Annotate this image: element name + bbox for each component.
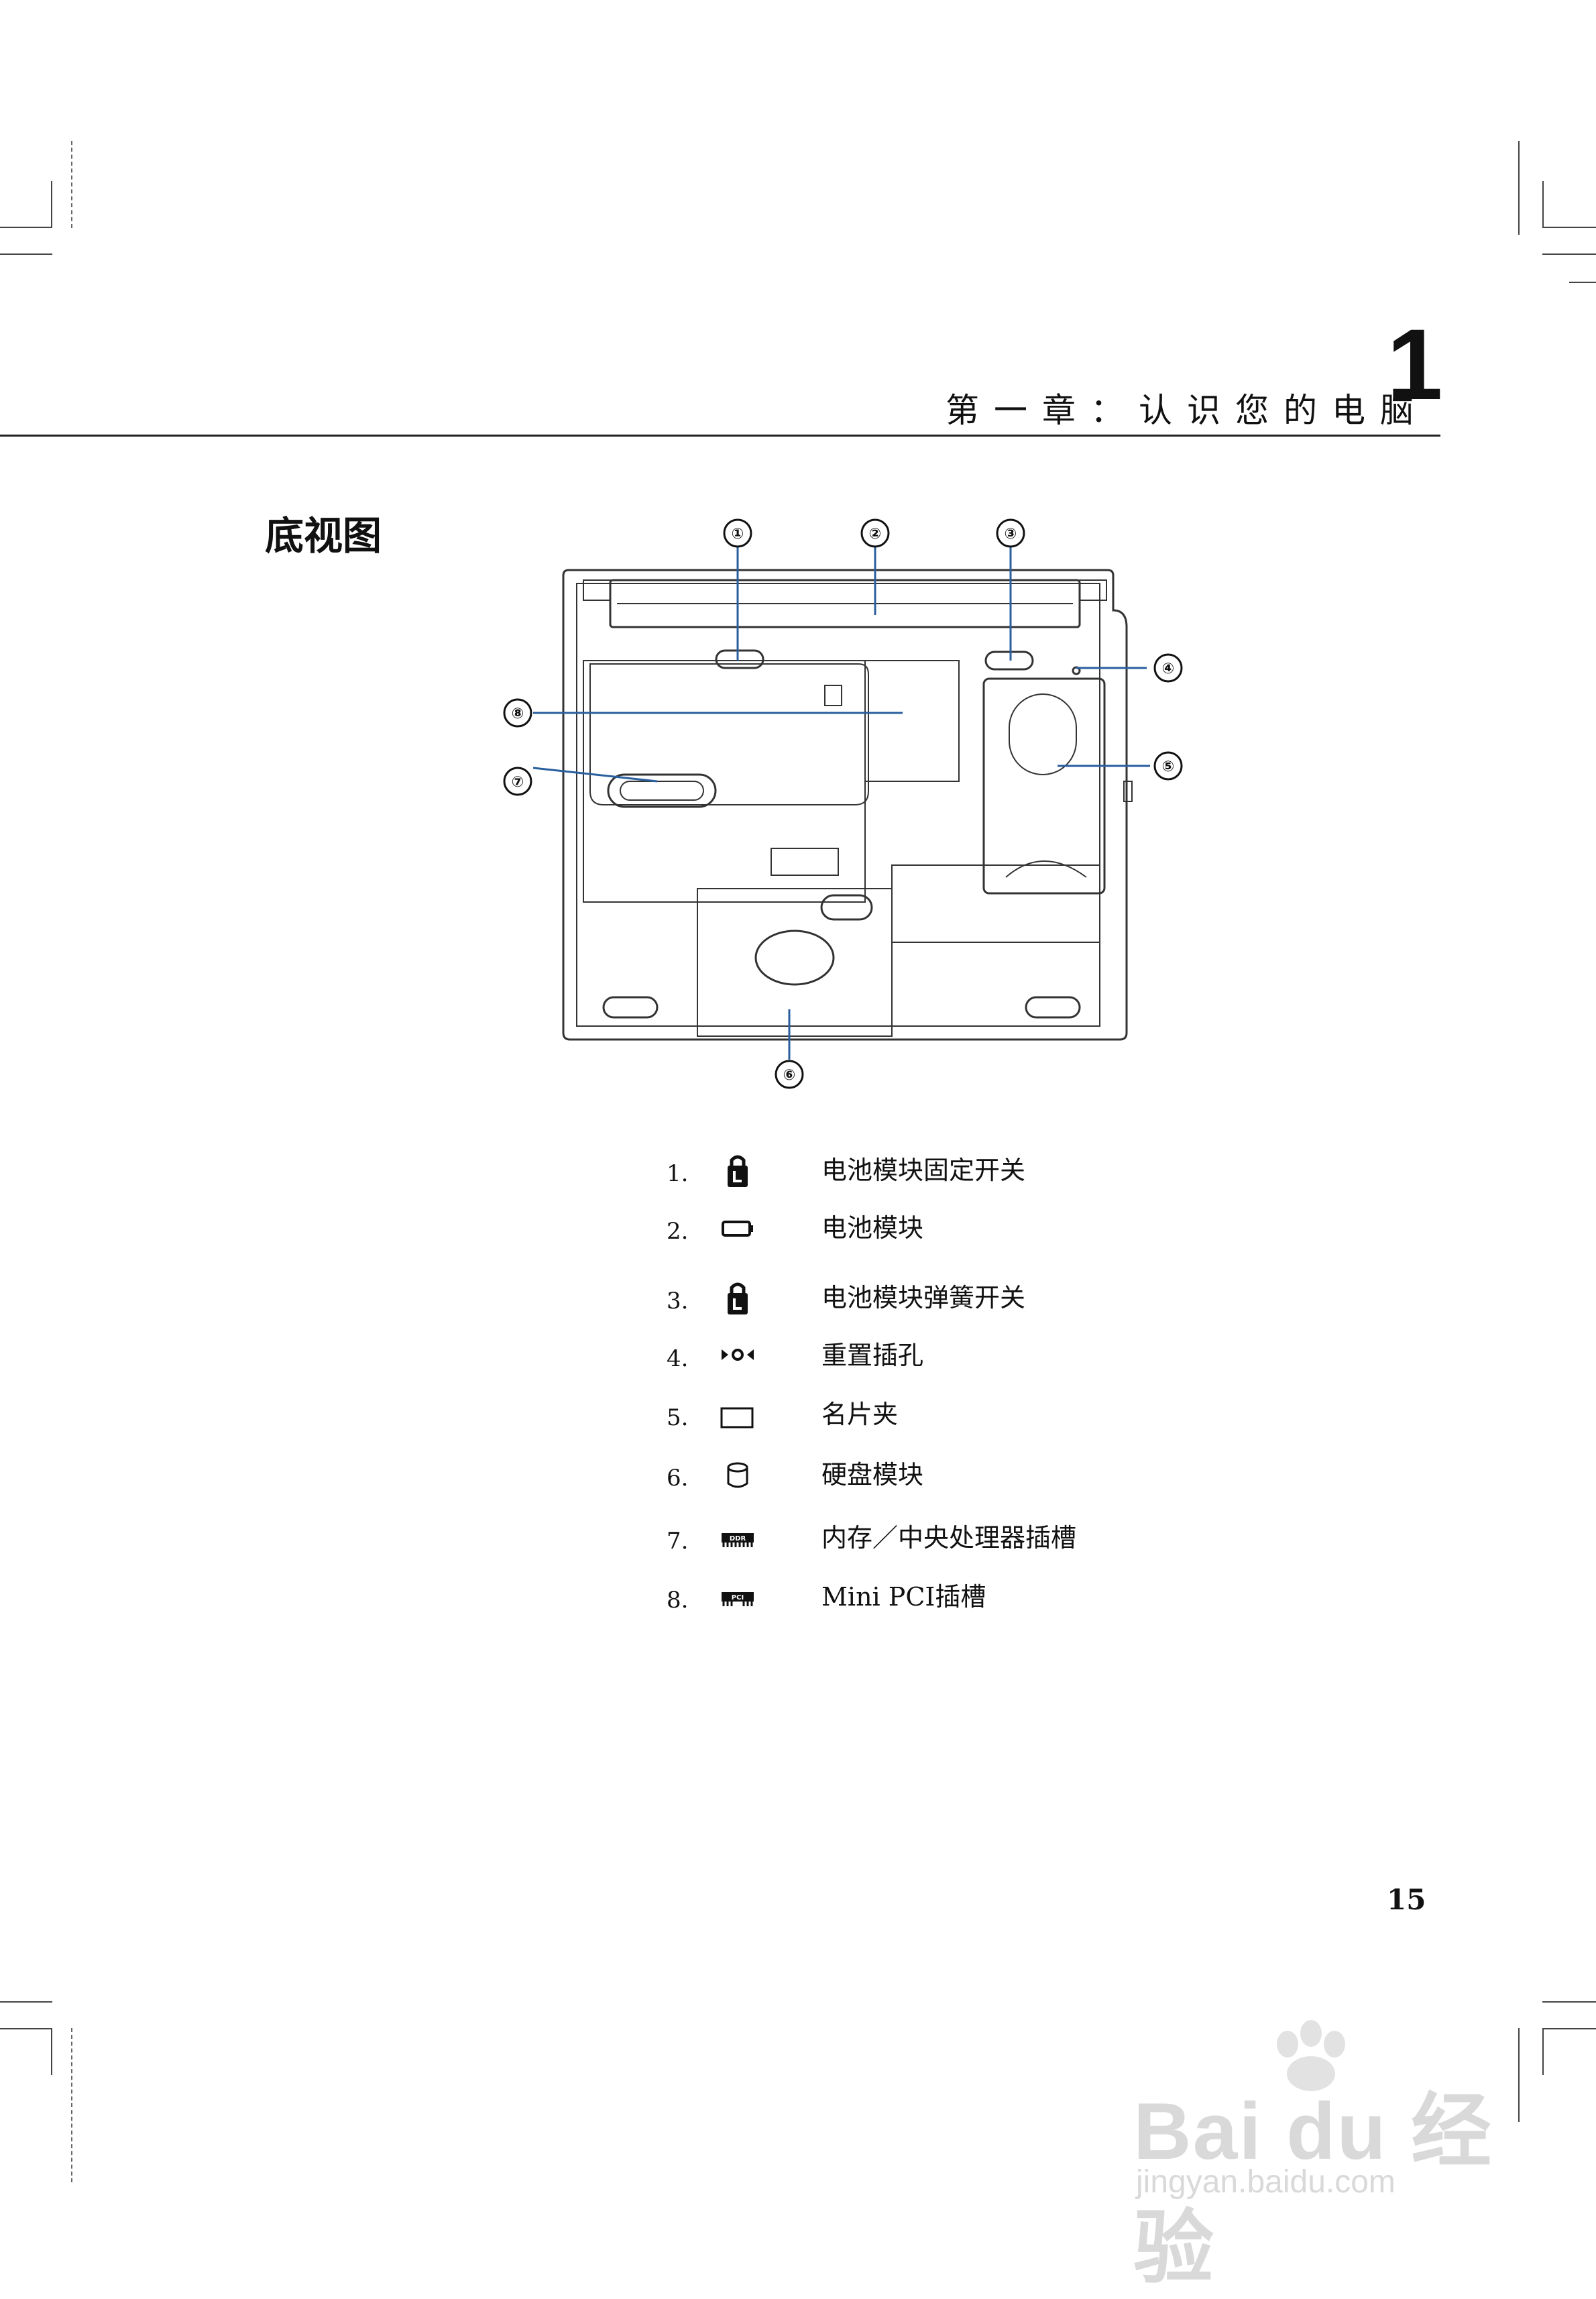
card-holder-icon <box>720 1407 754 1428</box>
item-label: 电池模块固定开关 <box>821 1156 1026 1185</box>
svg-text:PCI: PCI <box>732 1594 744 1602</box>
item-number: 2. <box>667 1218 689 1245</box>
list-item: 1. 电池模块固定开关 <box>657 1147 1261 1194</box>
list-item: 8. PCI Mini PCI插槽 <box>657 1573 1261 1620</box>
item-label: Mini PCI插槽 <box>821 1582 986 1612</box>
item-number: 5. <box>667 1404 689 1431</box>
crop-mark <box>0 254 52 255</box>
item-label: 重置插孔 <box>821 1341 924 1370</box>
crop-mark <box>1542 2001 1596 2003</box>
battery-lock-switch-right <box>984 651 1034 671</box>
callout-5: ⑤ <box>1162 759 1175 775</box>
header-rule <box>0 435 1440 437</box>
chapter-title: 第一章：认识您的电脑 <box>946 391 1428 430</box>
crop-mark <box>1542 254 1596 255</box>
callout-6: ⑥ <box>783 1067 796 1084</box>
item-number: 3. <box>667 1288 689 1314</box>
chapter-number: 1 <box>1387 308 1443 420</box>
battery-lock-icon <box>728 1155 748 1187</box>
crop-mark <box>1518 141 1520 235</box>
list-item: 4. 重置插孔 <box>657 1332 1261 1379</box>
item-label: 内存／中央处理器插槽 <box>821 1523 1077 1553</box>
card-holder <box>982 677 1106 895</box>
pci-card-icon: PCI <box>722 1592 754 1606</box>
list-item: 6. 硬盘模块 <box>657 1451 1261 1498</box>
crop-mark <box>1569 282 1596 283</box>
callout-8: ⑧ <box>512 706 524 722</box>
crop-mark <box>1542 227 1596 228</box>
crop-mark <box>0 2001 52 2003</box>
item-label: 硬盘模块 <box>821 1460 924 1490</box>
crop-mark <box>1542 2028 1596 2029</box>
laptop-bottom-diagram: ① ② ③ ④ ⑤ ⑥ ⑦ ⑧ <box>503 518 1183 1089</box>
list-item: 5. 名片夹 <box>657 1391 1261 1438</box>
mini-pci-cover <box>864 660 960 782</box>
item-number: 8. <box>667 1587 689 1614</box>
crop-mark <box>51 2028 52 2075</box>
hard-disk-cover <box>697 888 893 1037</box>
item-number: 1. <box>667 1160 689 1187</box>
crop-mark <box>1542 2028 1544 2075</box>
chassis-outline <box>562 569 1128 1041</box>
battery-icon <box>722 1221 753 1237</box>
ddr-memory-icon: DDR <box>722 1533 754 1547</box>
watermark-brand: Bai du 经验 <box>1133 2086 1493 2293</box>
svg-text:DDR: DDR <box>730 1535 746 1543</box>
battery-module <box>609 579 1081 628</box>
page-number: 15 <box>1387 1883 1426 1916</box>
battery-lock-switch-left <box>715 649 764 669</box>
crop-mark <box>0 227 52 228</box>
crop-mark <box>1518 2028 1520 2122</box>
crop-mark <box>71 2028 72 2182</box>
callout-3: ③ <box>1005 526 1017 543</box>
reset-icon <box>722 1349 754 1361</box>
item-number: 6. <box>667 1465 689 1492</box>
item-label: 电池模块弹簧开关 <box>821 1283 1026 1312</box>
item-label: 名片夹 <box>821 1400 899 1429</box>
paw-logo-icon <box>1277 2020 1345 2091</box>
item-label: 电池模块 <box>821 1213 924 1243</box>
crop-mark <box>71 141 72 228</box>
list-item: 2. 电池模块 <box>657 1204 1261 1251</box>
crop-mark <box>51 181 52 228</box>
hard-disk-badge <box>754 930 835 986</box>
item-number: 7. <box>667 1528 689 1555</box>
item-number: 4. <box>667 1345 689 1372</box>
watermark-url: jingyan.baidu.com <box>1136 2164 1395 2200</box>
hard-disk-icon <box>727 1462 748 1488</box>
crop-mark <box>0 2028 52 2029</box>
callout-1: ① <box>732 526 744 543</box>
callout-7: ⑦ <box>512 774 524 791</box>
watermark: Bai du 经验 jingyan.baidu.com <box>1133 2019 1522 2293</box>
callout-2: ② <box>869 526 882 543</box>
section-title: 底视图 <box>265 513 382 559</box>
callout-4: ④ <box>1162 661 1175 677</box>
crop-mark <box>1542 181 1544 228</box>
list-item: 3. 电池模块弹簧开关 <box>657 1274 1261 1321</box>
list-item: 7. DDR 内存／中央处理器插槽 <box>657 1514 1261 1561</box>
battery-lock-icon <box>728 1282 748 1314</box>
